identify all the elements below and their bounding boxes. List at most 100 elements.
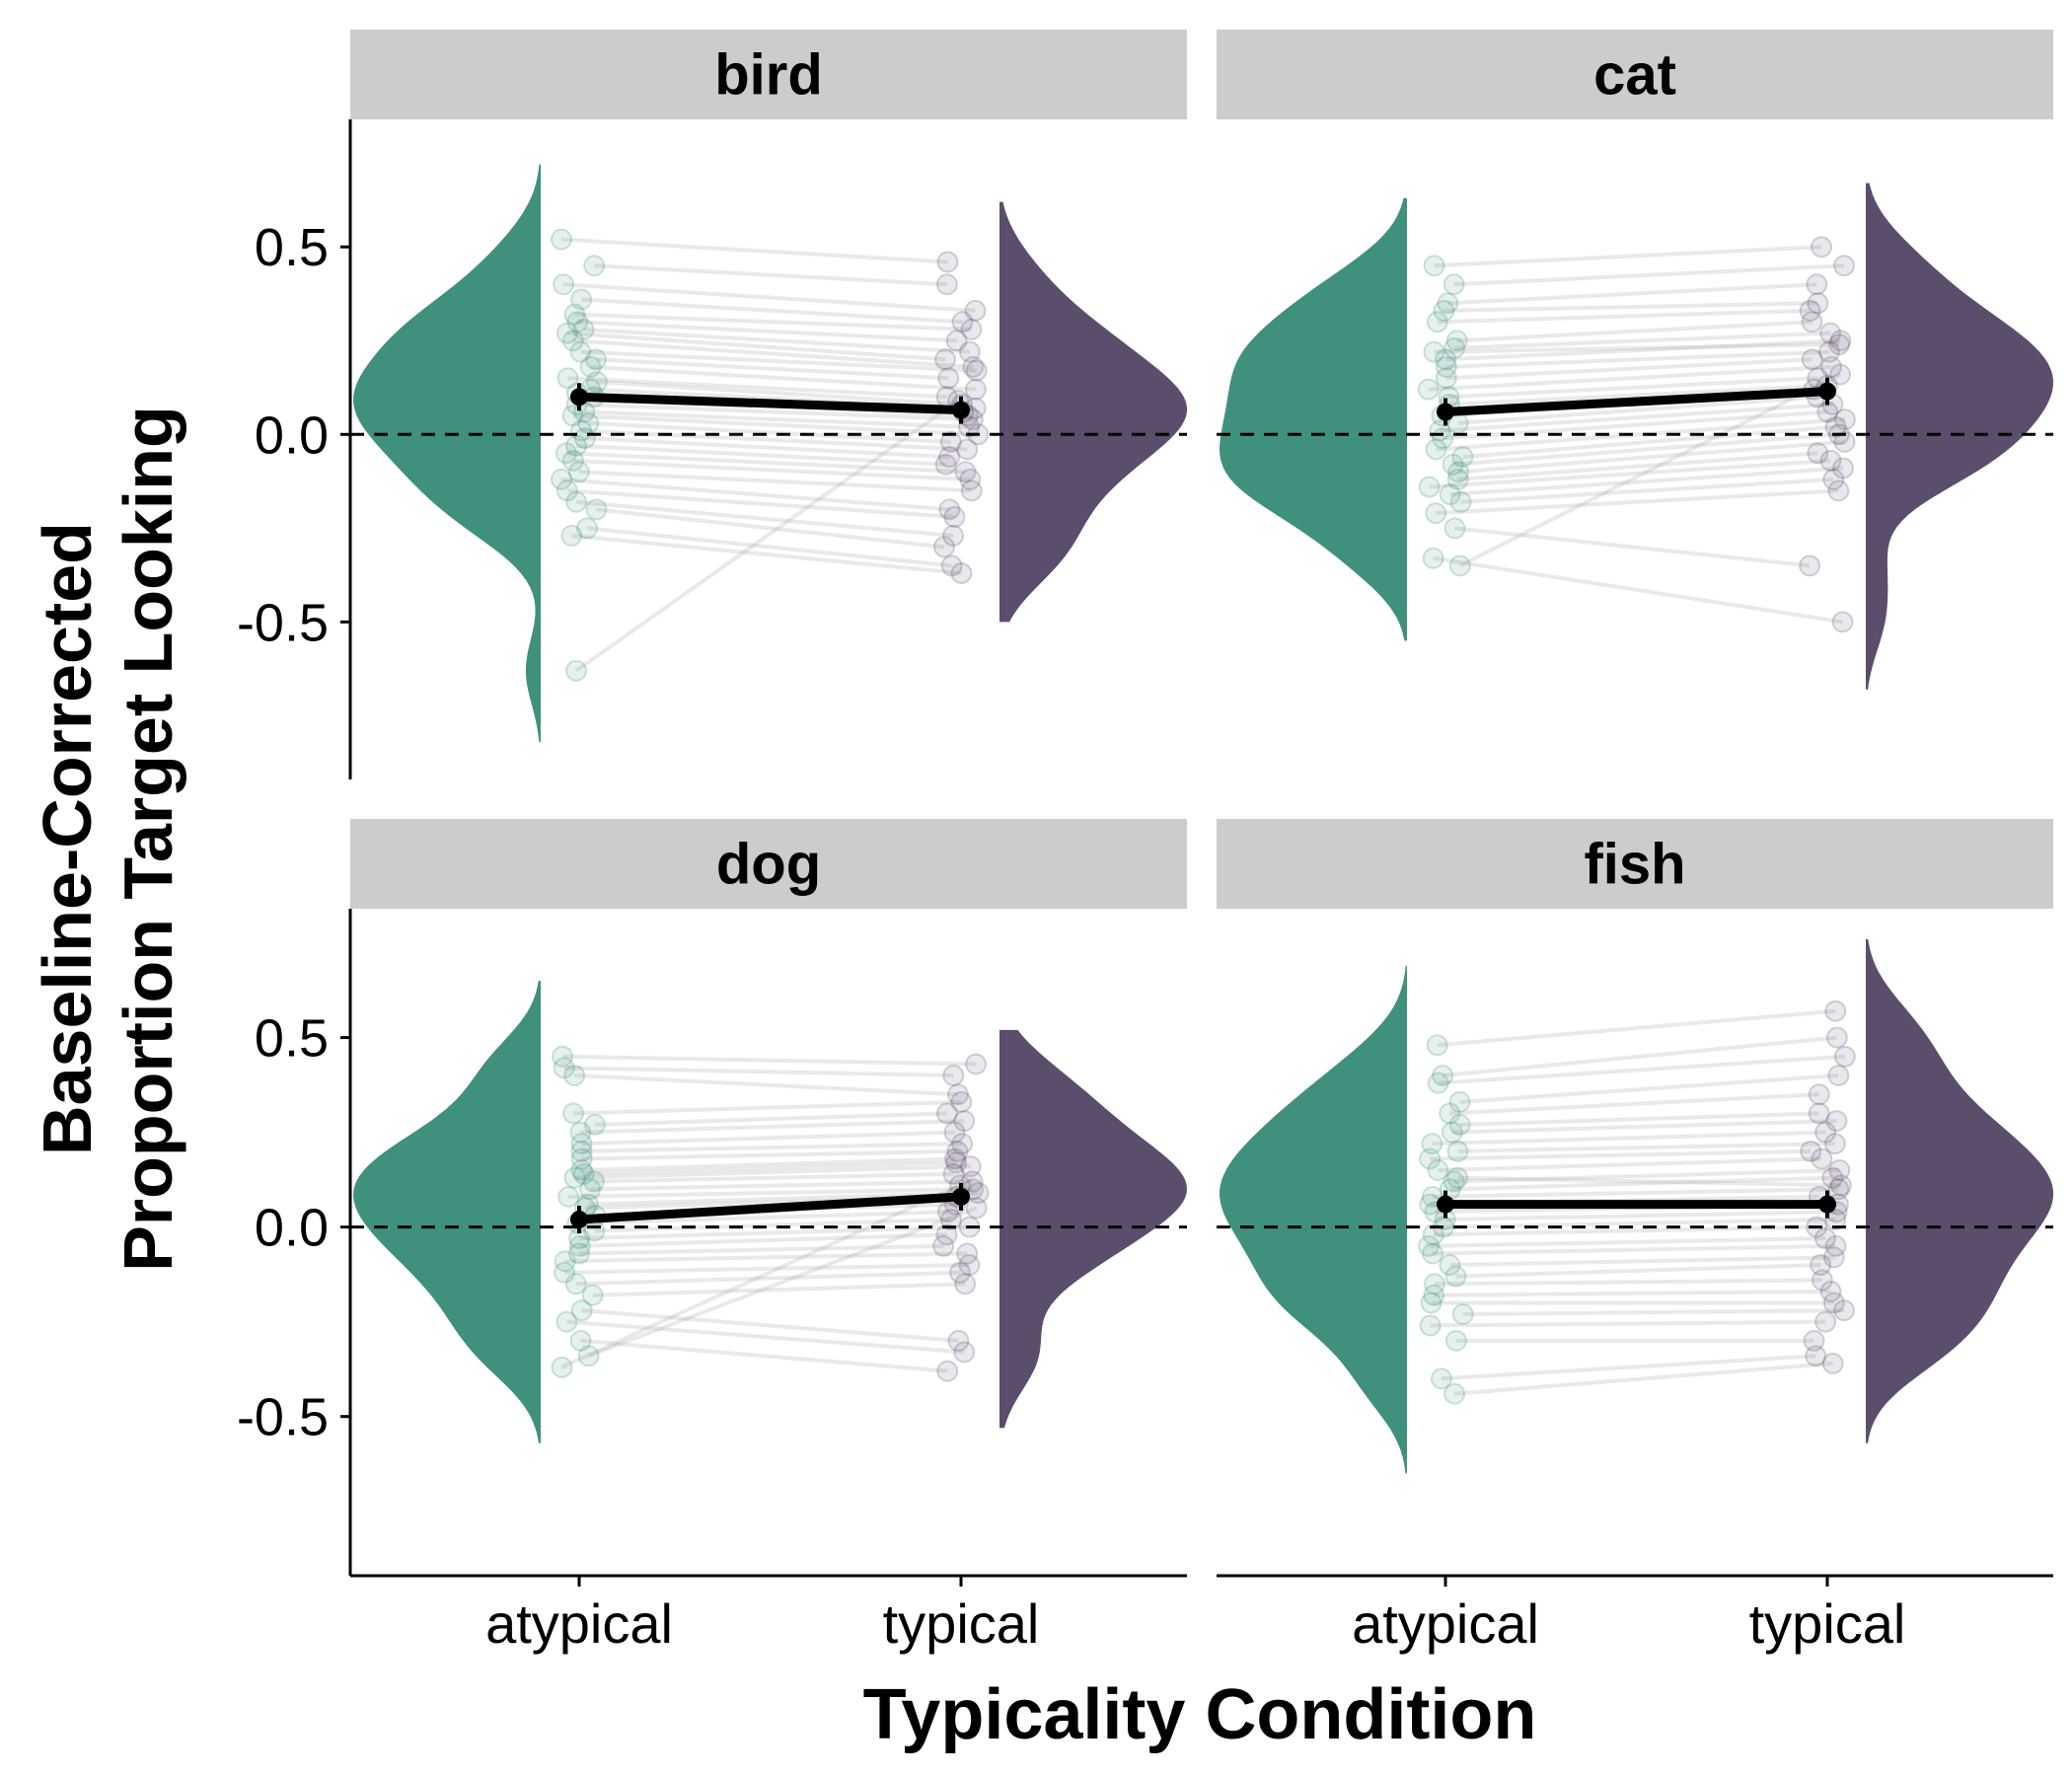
density-typical: [999, 201, 1187, 623]
density-atypical: [1220, 965, 1407, 1474]
individual-line: [1430, 1148, 1812, 1161]
point-typical: [1833, 408, 1856, 431]
point-typical: [939, 430, 962, 453]
point-typical: [1827, 1065, 1850, 1086]
individual-line: [580, 1119, 965, 1135]
individual-line: [1442, 1035, 1838, 1077]
point-typical: [1800, 1140, 1822, 1162]
point-typical: [1799, 555, 1821, 577]
point-typical: [936, 1360, 959, 1382]
individual-line: [590, 1179, 973, 1192]
point-atypical: [1444, 1265, 1467, 1288]
individual-line: [1432, 1130, 1826, 1147]
individual-line: [567, 376, 947, 400]
point-typical: [1824, 999, 1847, 1022]
point-atypical: [1418, 476, 1441, 498]
point-atypical: [1449, 490, 1472, 513]
individual-line: [1458, 439, 1845, 475]
point-typical: [965, 1053, 988, 1075]
individual-line: [592, 1282, 966, 1297]
individual-line: [1454, 331, 1831, 350]
individual-line: [574, 1164, 971, 1180]
point-typical: [1823, 1133, 1846, 1155]
y-tick-label: 0.5: [255, 1009, 329, 1069]
individual-line: [1457, 395, 1817, 425]
point-typical: [1806, 273, 1828, 296]
point-typical: [1828, 1159, 1851, 1182]
individual-line: [1457, 1142, 1835, 1153]
density-atypical: [1220, 197, 1407, 641]
individual-line: [1433, 555, 1843, 625]
individual-line: [580, 349, 977, 373]
point-atypical: [581, 1284, 604, 1306]
individual-line: [1455, 1263, 1821, 1279]
point-atypical: [1443, 336, 1466, 359]
point-typical: [1822, 468, 1845, 490]
axes-labels: Baseline-Corrected Proportion Target Loo…: [29, 406, 1536, 1754]
point-typical: [1821, 1166, 1844, 1189]
point-atypical: [1446, 1166, 1469, 1189]
individual-line: [560, 477, 950, 512]
point-typical: [936, 251, 959, 273]
point-atypical: [1435, 367, 1457, 390]
point-typical: [935, 1223, 958, 1246]
point-atypical: [1425, 438, 1447, 461]
point-typical: [1807, 442, 1829, 465]
point-atypical: [563, 303, 586, 326]
point-typical: [1829, 330, 1852, 352]
facet-strip-cat: [1217, 30, 2053, 119]
point-atypical: [1435, 355, 1457, 378]
point-atypical: [1443, 273, 1465, 296]
individual-line: [560, 237, 948, 264]
point-typical: [936, 1201, 959, 1223]
point-typical: [960, 480, 983, 502]
point-atypical: [1448, 1090, 1471, 1113]
y-axis-title-line-2: Proportion Target Looking: [110, 406, 186, 1272]
individual-line: [574, 312, 972, 332]
individual-line: [1449, 1092, 1819, 1116]
point-typical: [935, 273, 958, 296]
point-typical: [948, 1261, 971, 1284]
individual-line: [587, 1191, 979, 1207]
point-atypical: [572, 318, 595, 340]
point-atypical: [579, 1178, 602, 1201]
point-typical: [1833, 1299, 1856, 1322]
point-typical: [1805, 1345, 1827, 1368]
individual-line: [1438, 1054, 1845, 1085]
point-typical: [1831, 457, 1854, 480]
point-typical: [942, 1065, 965, 1086]
facet-strip-label: fish: [1584, 833, 1685, 897]
mean-point: [1437, 403, 1454, 421]
point-typical: [943, 1147, 966, 1170]
point-typical: [946, 1083, 969, 1106]
point-atypical: [1445, 330, 1468, 352]
point-atypical: [561, 330, 584, 352]
individual-line: [1429, 458, 1831, 489]
point-atypical: [570, 1147, 593, 1170]
point-typical: [951, 311, 974, 333]
individual-line: [1445, 349, 1830, 369]
individual-line: [1454, 526, 1811, 568]
point-atypical: [585, 498, 608, 521]
point-atypical: [553, 273, 575, 296]
individual-line: [580, 1338, 948, 1373]
mean-point: [570, 1210, 588, 1228]
point-typical: [1824, 1234, 1847, 1257]
mean-line: [578, 1192, 962, 1224]
individual-line: [1444, 1210, 1837, 1221]
individual-line: [560, 1183, 961, 1369]
point-atypical: [583, 1113, 606, 1136]
individual-line: [1462, 1308, 1845, 1316]
point-typical: [954, 1273, 977, 1295]
individual-line: [1434, 1278, 1822, 1287]
point-atypical: [1446, 468, 1469, 490]
individual-line: [1451, 1119, 1837, 1135]
point-typical: [935, 1102, 958, 1125]
individual-line: [590, 364, 977, 392]
point-typical: [1824, 415, 1847, 438]
individual-line: [566, 488, 955, 519]
individual-line: [562, 282, 976, 313]
individual-line: [1453, 263, 1845, 287]
point-typical: [1813, 1227, 1836, 1250]
individual-line: [1448, 376, 1818, 400]
